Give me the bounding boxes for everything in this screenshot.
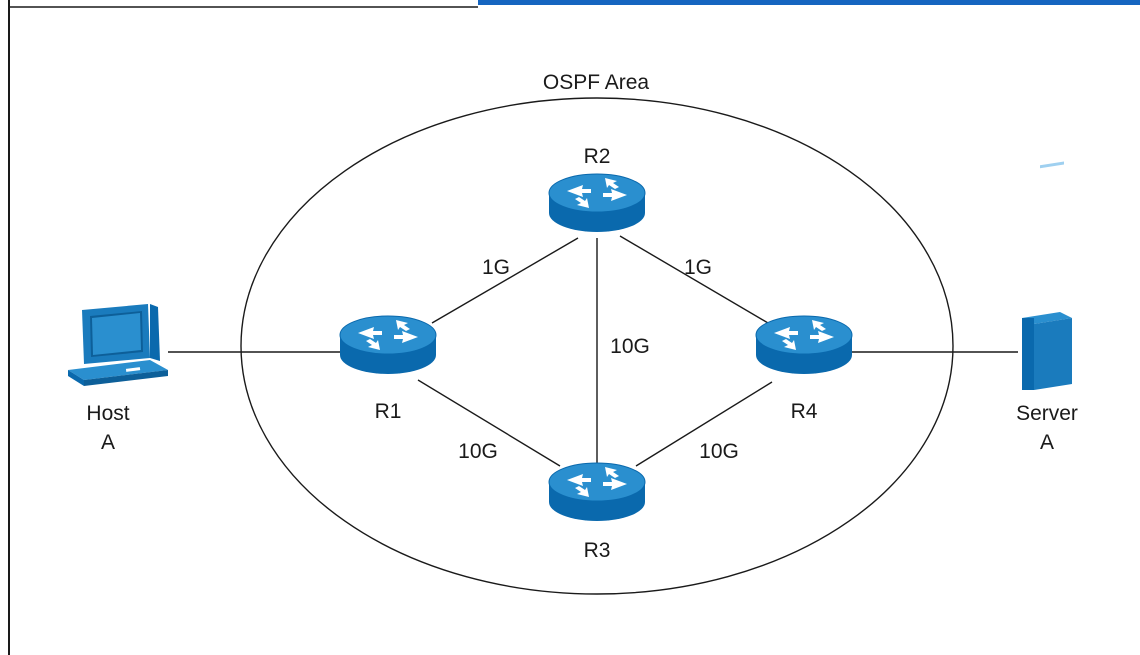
- link-r1-r2: [431, 237, 579, 324]
- router-r4: R4: [755, 315, 853, 423]
- link-r3-r4: [635, 381, 773, 467]
- link-r1-r2-bandwidth: 1G: [482, 256, 510, 279]
- link-r2-r4: [619, 235, 769, 324]
- router-r2-label: R2: [584, 145, 611, 168]
- server-a-label-line2: A: [1040, 431, 1054, 454]
- link-r1-r3: [417, 379, 561, 467]
- top-accent-bar: [478, 0, 1140, 5]
- router-r1: R1: [339, 315, 437, 423]
- router-r4-label: R4: [791, 400, 818, 423]
- ospf-area-label: OSPF Area: [543, 71, 650, 94]
- router-r3: R3: [548, 462, 646, 562]
- router-r1-label: R1: [375, 400, 402, 423]
- router-icon: [548, 173, 646, 233]
- ospf-area-boundary: [240, 97, 954, 595]
- router-icon: [339, 315, 437, 375]
- router-r3-label: R3: [584, 539, 611, 562]
- server-a: Server A: [1016, 161, 1078, 454]
- server-a-label-line1: Server: [1016, 402, 1078, 425]
- link-r2-r4-bandwidth: 1G: [684, 256, 712, 279]
- router-icon: [548, 462, 646, 522]
- link-r2-r3-bandwidth: 10G: [610, 335, 650, 358]
- computer-icon: [68, 304, 168, 386]
- router-r2: R2: [548, 145, 646, 233]
- router-icon: [755, 315, 853, 375]
- link-r1-r3-bandwidth: 10G: [458, 440, 498, 463]
- server-icon: [1022, 161, 1072, 390]
- host-a: Host A: [68, 304, 168, 454]
- host-a-label-line2: A: [101, 431, 115, 454]
- host-a-label-line1: Host: [86, 402, 129, 425]
- link-r3-r4-bandwidth: 10G: [699, 440, 739, 463]
